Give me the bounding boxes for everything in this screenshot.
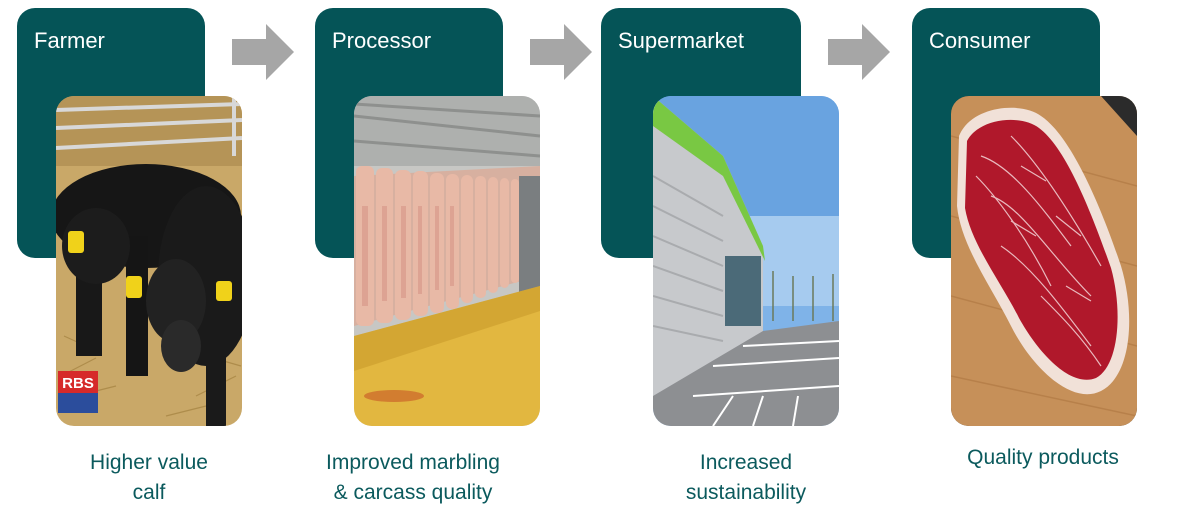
flow-arrow-icon [232,24,294,80]
stage-supermarket: Supermarket [600,0,900,511]
caption-line-1: Higher value [90,451,208,474]
caption-line-1: Increased [699,451,793,474]
caption-line-2: & carcass quality [333,481,493,504]
stage-caption: Improved marbling & carcass quality [288,448,538,508]
stage-caption: Increased sustainability [621,448,871,508]
stage-title: Supermarket [618,28,744,53]
stage-farmer: Farmer [0,0,300,511]
carcass-photo [354,96,540,426]
stage-processor: Processor [300,0,600,511]
stage-title: Processor [332,28,432,53]
caption-line-1: Quality products [967,446,1119,469]
stage-caption: Higher value calf [24,448,274,508]
steak-photo [951,96,1137,426]
stage-title: Consumer [929,28,1031,53]
rbs-logo: RBS [62,375,94,392]
caption-line-1: Improved marbling [326,451,500,474]
stage-caption: Quality products [918,443,1168,473]
caption-line-2: sustainability [685,481,807,504]
supermarket-photo [653,96,839,426]
stage-consumer: Consumer Quality products [900,0,1203,511]
flow-arrow-icon [828,24,890,80]
calves-photo: RBS [56,96,242,426]
flow-arrow-icon [530,24,592,80]
stage-title: Farmer [34,28,105,53]
caption-line-2: calf [132,481,166,504]
